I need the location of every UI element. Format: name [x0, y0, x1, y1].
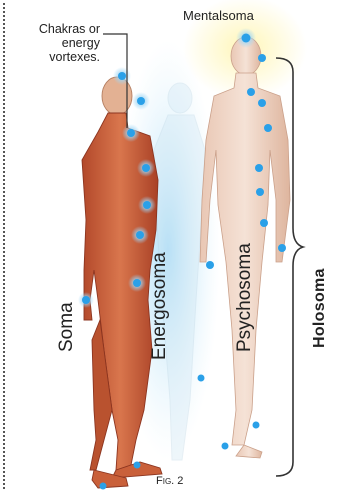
- chakras-callout-label: Chakras or energy vortexes.: [10, 22, 100, 64]
- energosoma-label: Energosoma: [149, 252, 171, 360]
- chakra-dot: [134, 462, 141, 469]
- chakra-dot: [143, 201, 151, 209]
- soma-label: Soma: [56, 302, 78, 352]
- chakra-dot: [255, 164, 263, 172]
- chakra-dot: [198, 375, 205, 382]
- chakra-dot: [100, 483, 107, 490]
- chakra-dot: [278, 244, 286, 252]
- chakra-dot: [137, 97, 145, 105]
- chakra-dot: [264, 124, 272, 132]
- psychosoma-label: Psychosoma: [234, 243, 256, 352]
- chakra-dot: [247, 88, 255, 96]
- figure-caption: Fig. 2: [156, 475, 183, 487]
- chakra-dot: [206, 261, 214, 269]
- chakra-dot: [133, 279, 141, 287]
- chakra-dot: [82, 296, 90, 304]
- chakra-dot: [118, 72, 126, 80]
- chakra-dot: [258, 54, 266, 62]
- chakra-dot: [127, 129, 135, 137]
- chakra-dot: [142, 164, 150, 172]
- chakra-dot: [136, 231, 144, 239]
- chakra-dot: [222, 443, 229, 450]
- holosoma-label: Holosoma: [311, 268, 329, 348]
- chakra-dot: [258, 99, 266, 107]
- chakra-dot: [242, 34, 251, 43]
- chakra-dot: [256, 188, 264, 196]
- mentalsoma-label: Mentalsoma: [183, 8, 254, 23]
- chakra-dot: [253, 422, 260, 429]
- chakra-dot: [260, 219, 268, 227]
